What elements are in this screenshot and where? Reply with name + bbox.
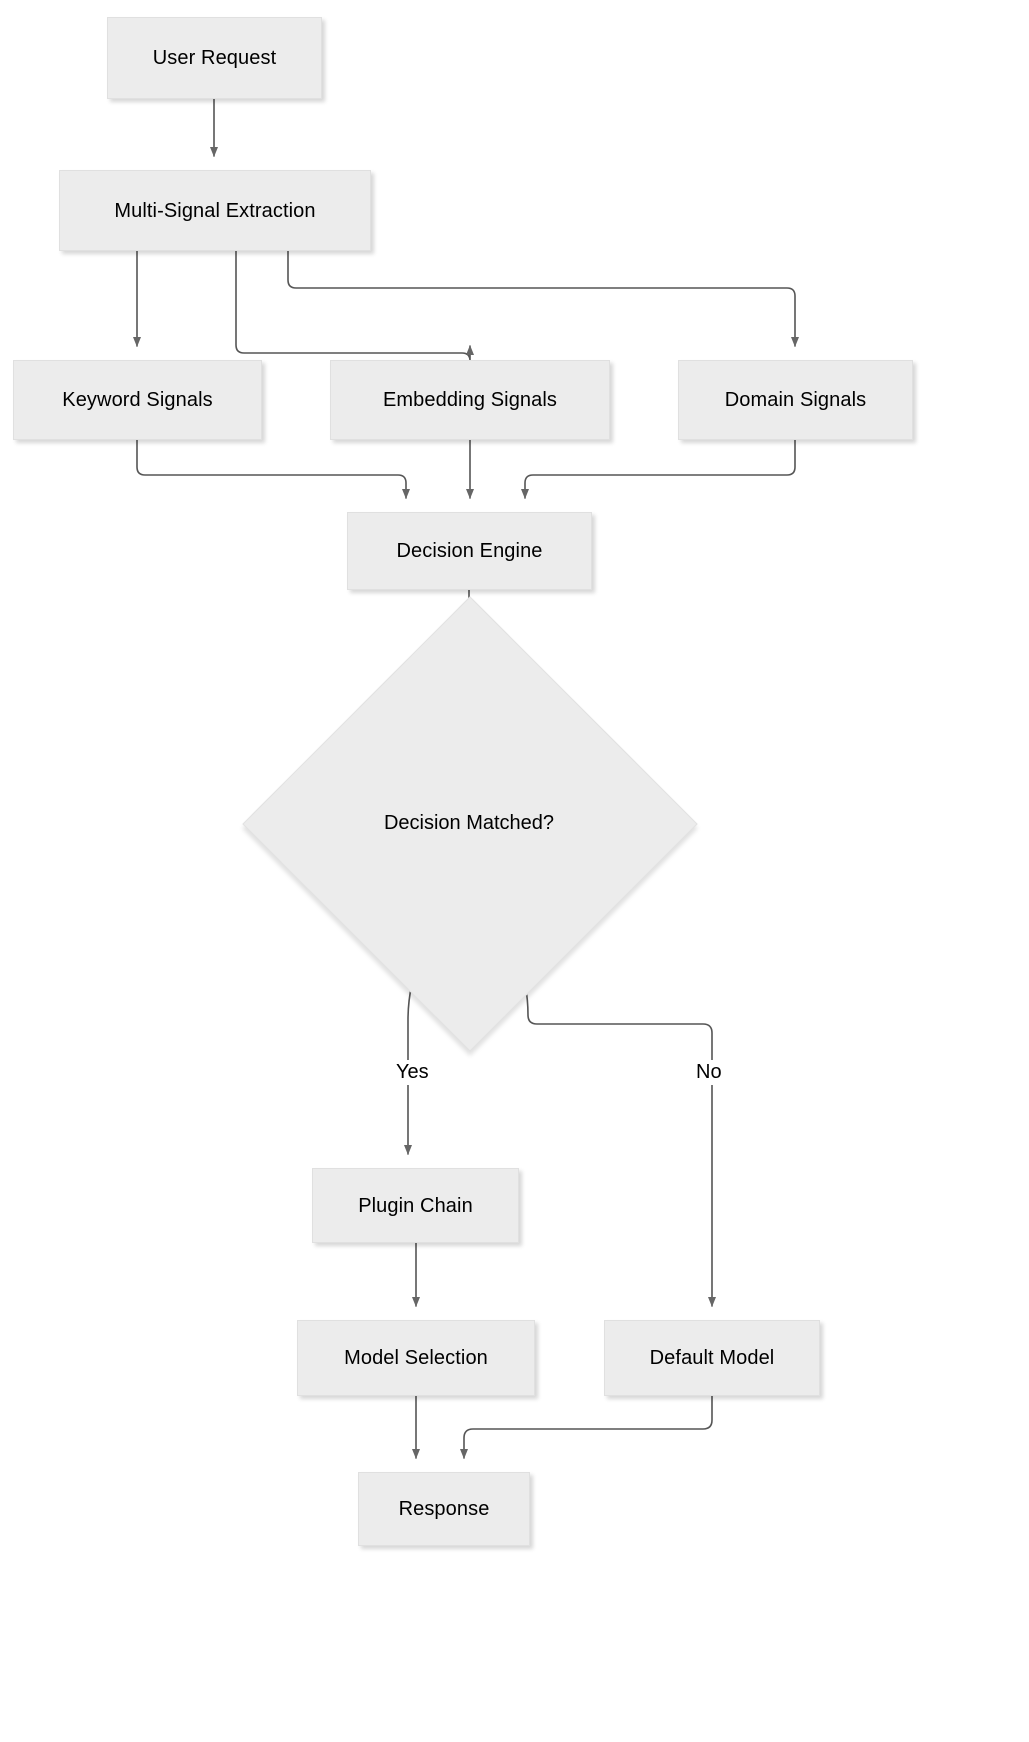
node-keyword-signals-label: Keyword Signals [62, 389, 213, 411]
node-keyword-signals[interactable]: Keyword Signals [13, 360, 262, 440]
node-domain-signals[interactable]: Domain Signals [678, 360, 913, 440]
node-model-selection-label: Model Selection [344, 1347, 488, 1369]
node-multi-signal-extraction[interactable]: Multi-Signal Extraction [59, 170, 371, 251]
node-domain-signals-label: Domain Signals [724, 389, 867, 411]
edge-decision-matched-no-to-default-model [516, 952, 716, 1307]
node-decision-engine[interactable]: Decision Engine [347, 512, 592, 590]
node-plugin-chain[interactable]: Plugin Chain [312, 1168, 519, 1243]
node-multi-signal-extraction-label: Multi-Signal Extraction [114, 199, 316, 222]
node-user-request[interactable]: User Request [107, 17, 322, 99]
node-model-selection[interactable]: Model Selection [297, 1320, 535, 1396]
edge-multi-signal-to-embedding [235, 250, 474, 362]
node-default-model-label: Default Model [649, 1347, 775, 1369]
node-decision-engine-label: Decision Engine [396, 540, 543, 562]
node-user-request-label: User Request [152, 47, 277, 69]
edge-default-model-to-response [460, 1395, 713, 1459]
edge-label-yes: Yes [392, 1060, 433, 1085]
node-decision-matched[interactable]: Decision Matched? [242, 596, 698, 1052]
node-response-label: Response [398, 1498, 490, 1520]
edge-label-no: No [692, 1060, 726, 1085]
node-plugin-chain-label: Plugin Chain [358, 1194, 473, 1217]
edge-keyword-to-decision-engine [136, 439, 410, 499]
edge-domain-to-decision-engine [521, 439, 796, 499]
node-decision-matched-label: Decision Matched? [383, 811, 555, 834]
node-default-model[interactable]: Default Model [604, 1320, 820, 1396]
edge-multi-signal-to-domain [287, 250, 799, 347]
node-embedding-signals[interactable]: Embedding Signals [330, 360, 610, 440]
node-response[interactable]: Response [358, 1472, 530, 1546]
node-embedding-signals-label: Embedding Signals [382, 389, 558, 411]
